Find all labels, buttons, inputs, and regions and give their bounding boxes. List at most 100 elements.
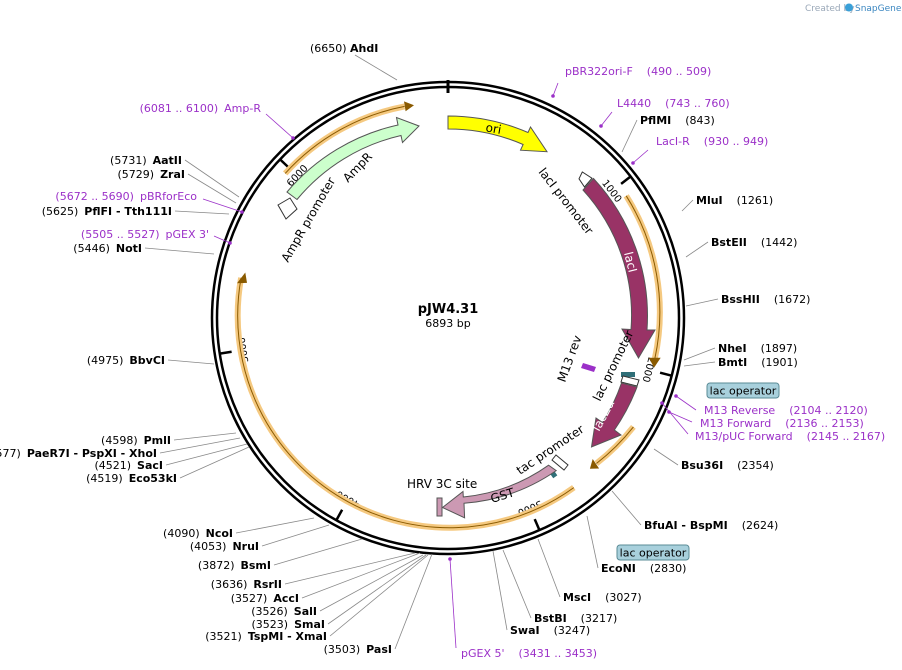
enzyme-leader bbox=[683, 361, 716, 367]
laci-halo-arrow-icon bbox=[648, 357, 661, 368]
primer-range: (2145 .. 2167) bbox=[807, 430, 886, 443]
enzyme-name: NotI bbox=[116, 242, 142, 255]
primer-leader bbox=[202, 198, 243, 213]
enzyme-position: (4577) bbox=[0, 447, 21, 460]
enzyme-bbvci: BbvCI(4975) bbox=[87, 354, 165, 367]
enzyme-position: (4090) bbox=[163, 527, 200, 540]
enzyme-position: (4975) bbox=[87, 354, 124, 367]
enzyme-name: AhdI bbox=[350, 42, 378, 55]
primer-name: pGEX 5' bbox=[461, 647, 505, 660]
enzyme-name: AatII bbox=[153, 154, 182, 167]
primer-mark bbox=[660, 401, 664, 405]
ori-feature bbox=[447, 115, 548, 153]
enzyme-leader bbox=[235, 517, 315, 534]
enzyme-position: (4053) bbox=[190, 540, 227, 553]
enzyme-ncoi: NcoI (4090) bbox=[163, 527, 233, 540]
gst-label: GST bbox=[489, 485, 517, 506]
enzyme-position: (1901) bbox=[761, 356, 798, 369]
primer-range: (2136 .. 2153) bbox=[785, 417, 864, 430]
enzyme-leader bbox=[284, 552, 416, 585]
primer-marks bbox=[228, 94, 678, 561]
plasmid-name: pJW4.31 bbox=[418, 302, 479, 317]
enzyme-name: PflFI - Tth111I bbox=[84, 205, 172, 218]
enzyme-position: (3247) bbox=[554, 624, 591, 637]
ampr-halo-arrow-icon bbox=[404, 101, 414, 112]
primer-pbr322ori-f: pBR322ori-F (490 .. 509) bbox=[565, 65, 711, 78]
enzyme-name: BsmI bbox=[241, 559, 272, 572]
primer-laci-r: LacI-R(930 .. 949) bbox=[656, 135, 768, 148]
primer-name: Amp-R bbox=[224, 102, 261, 115]
enzyme-leader bbox=[261, 524, 330, 547]
enzyme-position: (3503) bbox=[324, 643, 361, 656]
enzyme-position: (4521) bbox=[94, 459, 131, 472]
enzyme-pflmi: PflMI(843) bbox=[640, 114, 715, 127]
hrv-3c-site-feature bbox=[436, 497, 443, 517]
lacza-feature bbox=[590, 382, 638, 448]
primer-mark bbox=[291, 136, 295, 140]
enzyme-position: (3521) bbox=[205, 630, 242, 643]
enzyme-smai: SmaI(3523) bbox=[252, 618, 325, 631]
primer-range: (5672 .. 5690) bbox=[55, 190, 134, 203]
enzyme-swai: SwaI(3247) bbox=[510, 624, 590, 637]
enzyme-leader bbox=[179, 446, 250, 479]
enzyme-name: PflMI bbox=[640, 114, 671, 127]
enzyme-position: (3217) bbox=[581, 612, 618, 625]
enzyme-position: (1442) bbox=[761, 236, 798, 249]
plasmid-size: 6893 bp bbox=[425, 317, 470, 330]
primer-leader bbox=[661, 402, 689, 435]
ampr-promoter-feature bbox=[277, 197, 298, 220]
enzyme-name: NheI bbox=[718, 342, 747, 355]
enzyme-name: PmlI bbox=[144, 434, 171, 447]
primer-name: L4440 bbox=[617, 97, 651, 110]
enzyme-nrui: NruI(4053) bbox=[190, 540, 259, 553]
enzyme-name: AccI bbox=[273, 592, 299, 605]
primer-mark bbox=[240, 210, 244, 214]
lac-operator-2-label: lac operator bbox=[620, 547, 687, 560]
enzyme-ahdi: (6650)AhdI bbox=[310, 42, 378, 55]
enzyme-leader bbox=[537, 538, 561, 598]
primer-mark bbox=[228, 241, 232, 245]
lac-operator-1-mark bbox=[621, 372, 635, 377]
primer-name: pBR322ori-F bbox=[565, 65, 633, 78]
ampr-promoter-label: AmpR promoter bbox=[278, 175, 338, 265]
enzyme-sali: SalI(3526) bbox=[251, 605, 317, 618]
primer-pgex-3-: pGEX 3'(5505 .. 5527) bbox=[81, 228, 209, 241]
enzyme-leader bbox=[586, 515, 599, 569]
primer-leader bbox=[449, 558, 457, 649]
enzyme-leader bbox=[681, 199, 694, 212]
laci-promoter-feature bbox=[578, 171, 593, 188]
enzyme-leader bbox=[685, 241, 709, 258]
enzyme-name: BssHII bbox=[721, 293, 760, 306]
enzyme-eco53ki: Eco53kI(4519) bbox=[86, 472, 177, 485]
enzyme-bfuai: BfuAI - BspMI(2624) bbox=[644, 519, 778, 532]
enzyme-leader bbox=[167, 359, 215, 365]
gst-halo-arrow-icon bbox=[237, 272, 247, 284]
primer-leader bbox=[632, 149, 649, 164]
lac-operator-1-box bbox=[706, 382, 780, 399]
enzyme-name: PaeR7I - PspXI - XhoI bbox=[27, 447, 157, 460]
primer-range: (743 .. 760) bbox=[665, 97, 730, 110]
primer-range: (2104 .. 2120) bbox=[789, 404, 868, 417]
enzyme-bsshii: BssHII(1672) bbox=[721, 293, 810, 306]
enzyme-position: (1897) bbox=[761, 342, 798, 355]
enzyme-name: BstBI bbox=[534, 612, 567, 625]
primer-mark bbox=[631, 161, 635, 165]
laci-feature bbox=[582, 177, 656, 359]
enzyme-name: MluI bbox=[696, 194, 723, 207]
enzyme-leader bbox=[319, 554, 424, 612]
primer-leader bbox=[213, 235, 231, 244]
primer-m13-forward: M13 Forward(2136 .. 2153) bbox=[700, 417, 864, 430]
enzyme-position: (3526) bbox=[251, 605, 288, 618]
enzyme-name: NcoI bbox=[206, 527, 233, 540]
enzyme-leader bbox=[165, 443, 248, 466]
enzyme-leader bbox=[159, 437, 241, 454]
enzyme-bmti: BmtI(1901) bbox=[718, 356, 798, 369]
primer-range: (490 .. 509) bbox=[647, 65, 712, 78]
enzyme-leader bbox=[621, 119, 638, 153]
primer-leader bbox=[600, 111, 613, 127]
lacza-halo-line bbox=[596, 426, 634, 464]
hrv-label: HRV 3C site bbox=[407, 477, 477, 491]
enzyme-leader bbox=[611, 490, 642, 526]
features bbox=[234, 101, 663, 531]
enzyme-leader bbox=[492, 550, 508, 631]
